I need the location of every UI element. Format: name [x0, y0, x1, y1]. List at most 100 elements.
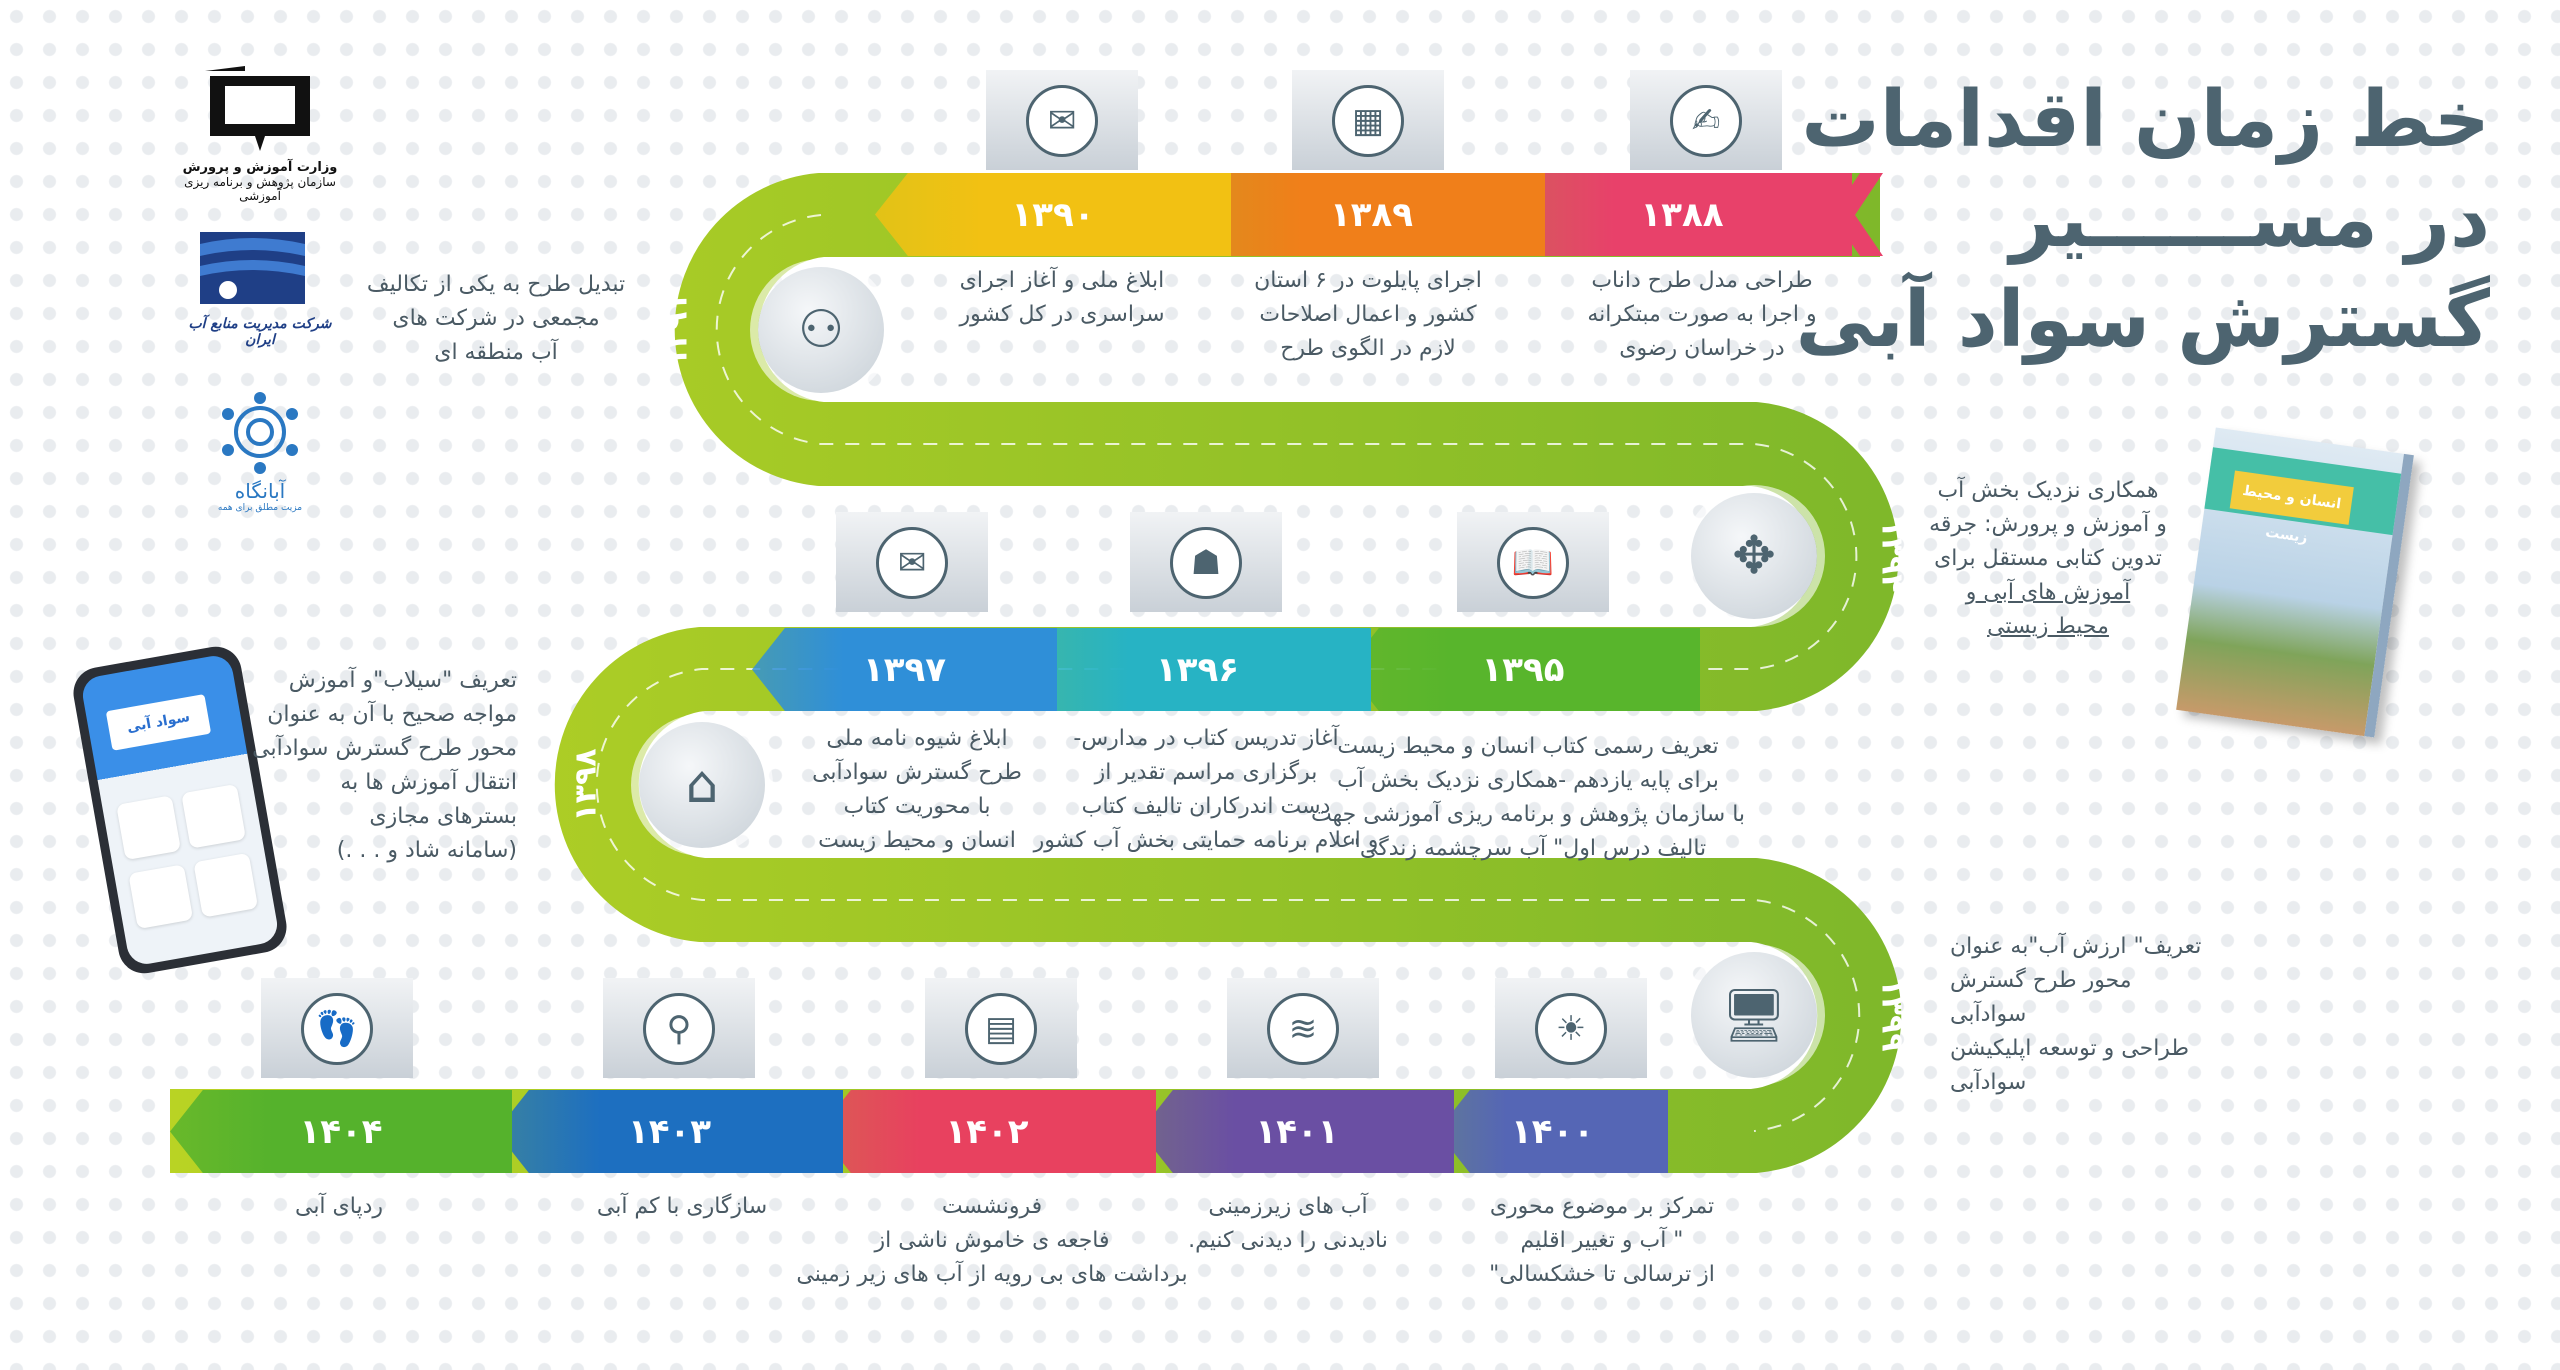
- envelope-icon: ✉: [1026, 85, 1098, 157]
- icon-box: ≋: [1227, 978, 1379, 1078]
- year-banner-0: ۱۳۸۸: [1512, 173, 1852, 256]
- year-banner-10: ۱۴۰۴: [170, 1090, 512, 1173]
- description-line: مجمعی در شرکت های: [392, 306, 600, 331]
- icon-box: ✍: [1630, 70, 1782, 170]
- year-banner-1: ۱۳۸۹: [1198, 173, 1545, 256]
- description-line: انتقال آموزش ها به: [340, 770, 517, 795]
- description-line: کشور و اعمال اصلاحات: [1259, 302, 1477, 327]
- milestone-description: آغاز تدریس کتاب در مدارس- برگزاری مراسم ت…: [1034, 722, 1379, 858]
- year-label: ۱۳۹۰: [1011, 194, 1095, 235]
- icon-box: ☀: [1495, 978, 1647, 1078]
- milestone-description: ردپای آبی: [295, 1190, 383, 1224]
- abangah-logo: آبانگاه مزیت مطلق برای همه: [190, 390, 330, 513]
- year-banner-4: ۱۳۹۶: [1024, 628, 1371, 711]
- year-label: ۱۳۹۷: [862, 649, 946, 690]
- logo-text: مزیت مطلق برای همه: [217, 503, 303, 513]
- certificate-board-icon: ▦: [1332, 85, 1404, 157]
- title-line: در مســــــیر: [2009, 175, 2490, 265]
- year-label: ۱۳۹۵: [1481, 649, 1565, 690]
- description-line: تمرکز بر موضوع محوری: [1489, 1194, 1715, 1219]
- description-line: سوادآبی: [1950, 1070, 2027, 1095]
- monitor-icon: 🖥: [1691, 952, 1817, 1078]
- org-chart-icon: ⚇: [758, 267, 884, 393]
- icon-box: ⚲: [603, 978, 755, 1078]
- description-line: آب های زیرزمینی: [1208, 1194, 1368, 1219]
- description-line: سراسری در کل کشور: [959, 302, 1165, 327]
- year-label: ۱۴۰۴: [299, 1111, 383, 1152]
- description-line: (سامانه شاد و . . .): [336, 838, 517, 863]
- year-label: ۱۴۰۰: [1510, 1111, 1594, 1152]
- year-label: ۱۴۰۳: [627, 1111, 711, 1152]
- year-banner-5: ۱۳۹۷: [752, 628, 1057, 711]
- description-line: ابلاغ شیوه نامه ملی: [826, 726, 1008, 751]
- title-line: خط زمان اقدامات: [1801, 75, 2490, 165]
- description-line: ردپای آبی: [294, 1194, 384, 1219]
- logo-text: وزارت آموزش و پرورش: [182, 160, 338, 175]
- faucet-icon: ⚲: [643, 993, 715, 1065]
- description-line: برداشت های بی رویه از آب های زیر زمینی: [796, 1262, 1188, 1287]
- description-line: تدوین کتابی مستقل برای: [1934, 546, 2162, 571]
- milestone-description: سازگاری با کم آبی: [597, 1190, 767, 1224]
- icon-box: ✉: [836, 512, 988, 612]
- icon-box: 👣: [261, 978, 413, 1078]
- climate-icon: ☀: [1535, 993, 1607, 1065]
- description-line: با سازمان پژوهش و برنامه ریزی آموزشی جهت: [1310, 802, 1746, 827]
- icon-box: ▤: [925, 978, 1077, 1078]
- description-line: " آب و تغییر اقلیم: [1520, 1228, 1684, 1253]
- description-line: لازم در الگوی طرح: [1280, 336, 1456, 361]
- description-line: آغاز تدریس کتاب در مدارس-: [1073, 726, 1339, 751]
- turn-year-label: ۱۳۹۴: [1874, 519, 1910, 593]
- year-banner-7: ۱۴۰۱: [1140, 1090, 1454, 1173]
- description-line: محیط زیستی: [1987, 614, 2109, 639]
- description-line: محور طرح گسترش: [1950, 968, 2132, 993]
- teacher-presentation-icon: ☗: [1170, 527, 1242, 599]
- footprint-icon: 👣: [301, 993, 373, 1065]
- description-line: تعریف "سیلاب"و آموزش: [288, 668, 517, 693]
- app-title: سواد آبی: [105, 694, 212, 751]
- description-line: برای پایه یازدهم -همکاری نزدیک بخش آب: [1337, 768, 1719, 793]
- description-line: و آموزش و پرورش: جرقه: [1929, 512, 2167, 537]
- description-line: تبدیل طرح به یکی از تکالیف: [366, 272, 626, 297]
- flood-house-icon: ⌂: [639, 722, 765, 848]
- book-cover-image: انسان و محیط زیست: [2176, 427, 2414, 738]
- water-resources-company-logo: شرکت مدیریت منابع آب ایران: [180, 232, 340, 348]
- handshake-icon: ✥: [1691, 493, 1817, 619]
- title-line: گسترش سواد آبی: [1795, 275, 2490, 365]
- page-title: خط زمان اقدامات در مســــــیر گسترش سواد…: [1795, 70, 2490, 370]
- milestone-description: آب های زیرزمینی نادیدنی را دیدنی کنیم.: [1188, 1190, 1388, 1258]
- hand-writing-icon: ✍: [1670, 85, 1742, 157]
- description-line: بسترهای مجازی: [369, 804, 517, 829]
- book-icon: 📖: [1497, 527, 1569, 599]
- description-line: انسان و محیط زیست: [818, 828, 1016, 853]
- logo-text: سازمان پژوهش و برنامه ریزی آموزشی: [184, 175, 336, 203]
- description-line: با محوریت کتاب: [843, 794, 991, 819]
- ministry-education-logo: وزارت آموزش و پرورش سازمان پژوهش و برنام…: [180, 66, 340, 203]
- description-line: تالیف درس اول" آب سرچشمه زندگی": [1349, 836, 1707, 861]
- description-line: اجرای پایلوت در ۶ استان: [1254, 268, 1482, 293]
- description-line: برگزاری مراسم تقدیر از: [1094, 760, 1318, 785]
- description-line: فاجعه ی خاموش ناشی از: [874, 1228, 1110, 1253]
- icon-box: ☗: [1130, 512, 1282, 612]
- turn-year-label: ۱۳۹۸: [568, 748, 604, 822]
- year-label: ۱۳۸۸: [1640, 194, 1724, 235]
- year-banner-9: ۱۴۰۳: [496, 1090, 843, 1173]
- year-label: ۱۳۹۶: [1155, 649, 1239, 690]
- turn-description: تبدیل طرح به یکی از تکالیف مجمعی در شرکت …: [367, 268, 625, 370]
- description-line: و اعلام برنامه حمایتی بخش آب کشور: [1033, 828, 1379, 853]
- turn-year-label: ۱۳۹۹: [1874, 978, 1910, 1052]
- description-line: سوادآبی: [1950, 1002, 2027, 1027]
- description-line: آموزش های آبی و: [1965, 580, 2131, 605]
- description-line: نادیدنی را دیدنی کنیم.: [1188, 1228, 1388, 1253]
- icon-box: ▦: [1292, 70, 1444, 170]
- year-banner-3: ۱۳۹۵: [1346, 628, 1700, 711]
- description-line: سازگاری با کم آبی: [596, 1194, 768, 1219]
- description-line: طراحی و توسعه اپلیکیشن: [1950, 1036, 2189, 1061]
- year-banner-6: ۱۴۰۰: [1437, 1090, 1668, 1173]
- icon-box: 📖: [1457, 512, 1609, 612]
